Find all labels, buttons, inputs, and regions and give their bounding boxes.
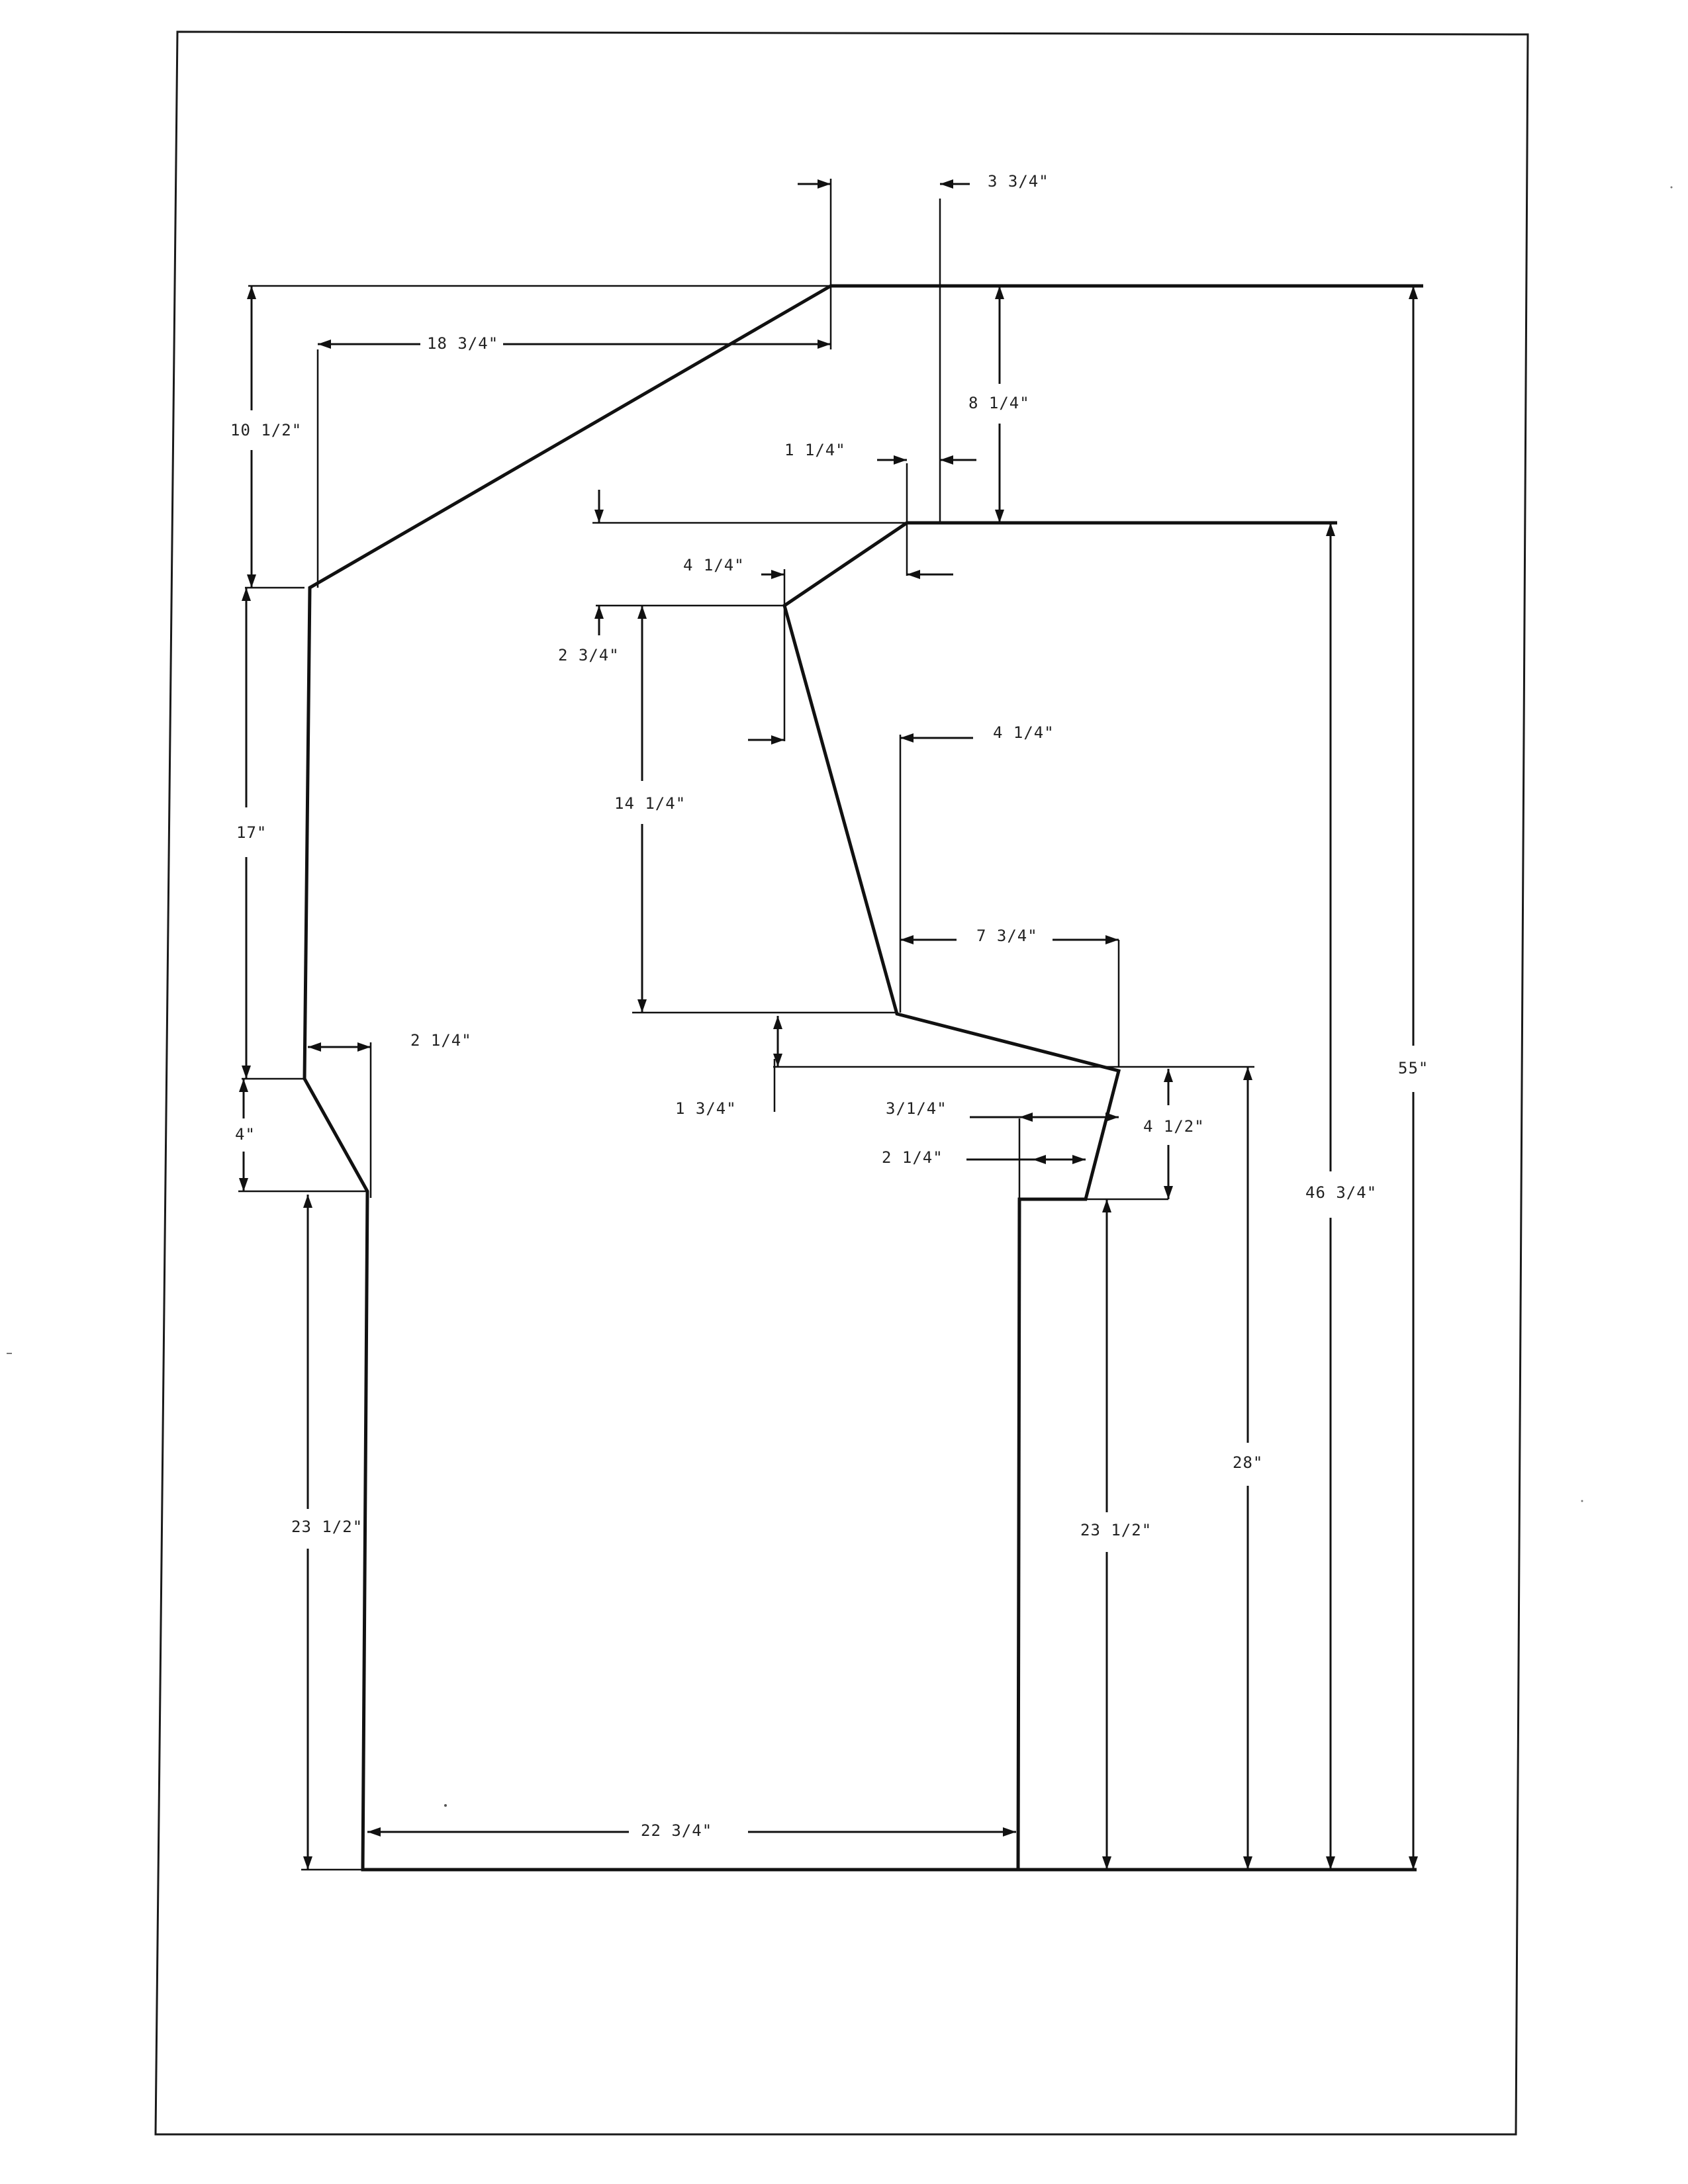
dimension-label-4-1-2: 4 1/2" [1143, 1117, 1205, 1136]
dimension-label-55: 55" [1398, 1059, 1429, 1077]
dimension-label-4-1-4-top: 4 1/4" [683, 556, 745, 574]
dimension-label-10-1-2: 10 1/2" [230, 421, 302, 439]
dimension-label-2-1-4-right: 2 1/4" [882, 1148, 943, 1167]
dimension-label-2-3-4: 2 3/4" [558, 646, 620, 664]
dimension-label-2-1-4-left: 2 1/4" [410, 1031, 472, 1050]
dimension-labels: 3 3/4" 18 3/4" 10 1/2" 8 1/4" 1 1/4" 4 1… [230, 172, 1429, 1840]
dimension-label-4-1-4-mid: 4 1/4" [993, 723, 1055, 742]
sheet-border [154, 30, 1529, 2136]
dimension-label-22-3-4: 22 3/4" [641, 1821, 712, 1840]
dimension-label-23-1-2-right: 23 1/2" [1080, 1521, 1152, 1539]
dimension-label-4: 4" [235, 1125, 256, 1144]
extension-lines [238, 179, 1254, 1871]
dimension-label-46-3-4: 46 3/4" [1305, 1183, 1377, 1202]
dimension-label-23-1-2-left: 23 1/2" [291, 1518, 363, 1536]
scan-specks [7, 186, 1673, 1807]
dimension-label-8-1-4: 8 1/4" [968, 394, 1030, 412]
dimension-label-14-1-4: 14 1/4" [614, 794, 686, 813]
dimension-label-28: 28" [1233, 1453, 1263, 1472]
dimension-label-3-1-4: 3/1/4" [886, 1099, 947, 1118]
dimension-label-3-3-4: 3 3/4" [988, 172, 1049, 191]
dimension-label-18-3-4: 18 3/4" [427, 334, 498, 353]
dimension-label-17: 17" [236, 823, 267, 842]
dimension-label-1-1-4: 1 1/4" [784, 441, 846, 459]
dimension-label-7-3-4: 7 3/4" [976, 927, 1038, 945]
dimension-label-1-3-4: 1 3/4" [675, 1099, 737, 1118]
dimension-lines [239, 179, 1418, 1870]
